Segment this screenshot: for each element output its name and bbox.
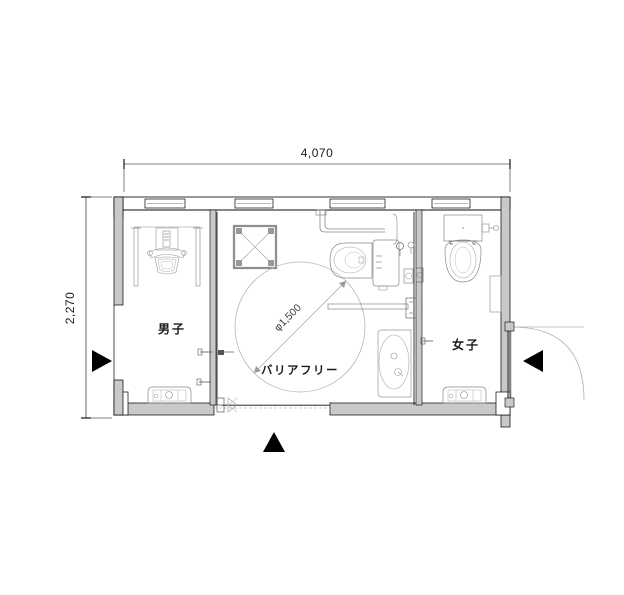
dimension-height-label: 2,270 (63, 292, 77, 325)
room-label-mens: 男子 (158, 322, 186, 336)
womens-toilet (443, 214, 499, 283)
swing-grab-bar (327, 297, 417, 319)
womens-door-hardware (415, 267, 433, 345)
dimension-width-label: 4,070 (301, 146, 334, 160)
accessible-toilet (329, 239, 415, 291)
top-wall-openings (144, 198, 471, 209)
emergency-call-button (396, 242, 404, 256)
mens-washbasin (147, 386, 192, 404)
barrier-free-sliding-door[interactable] (216, 397, 331, 413)
paper-holder (403, 268, 414, 284)
womens-entry-door[interactable] (504, 321, 585, 408)
room-label-womens: 女子 (452, 337, 480, 352)
L-shaped-grab-bar (315, 209, 398, 245)
barrier-free-washbasin (377, 329, 412, 398)
building-walls (113, 196, 511, 428)
urinal-fixture (131, 226, 203, 287)
window-2 (234, 198, 274, 209)
turning-circle-label: φ1,500 (272, 302, 304, 334)
mens-door-hardware (196, 348, 212, 386)
window-3 (329, 198, 386, 209)
room-label-barrier-free: バリアフリー (261, 363, 339, 377)
room-barrier-free: φ1,500 (216, 209, 417, 413)
entry-marker-right (523, 350, 543, 372)
womens-washbasin (442, 386, 487, 404)
dimension-overall-width: 4,070 (123, 146, 511, 192)
window-1 (144, 198, 186, 209)
barrier-free-door-hardware (218, 350, 234, 355)
baby-changing-table (232, 224, 278, 270)
entry-marker-left (92, 350, 112, 372)
room-womens: 女子 (415, 214, 585, 408)
dimension-overall-height: 2,270 (63, 196, 112, 419)
womens-wall-cabinet (489, 275, 502, 313)
entry-marker-bottom (263, 432, 285, 452)
window-4 (431, 198, 471, 209)
room-mens: 男子 (131, 226, 212, 404)
